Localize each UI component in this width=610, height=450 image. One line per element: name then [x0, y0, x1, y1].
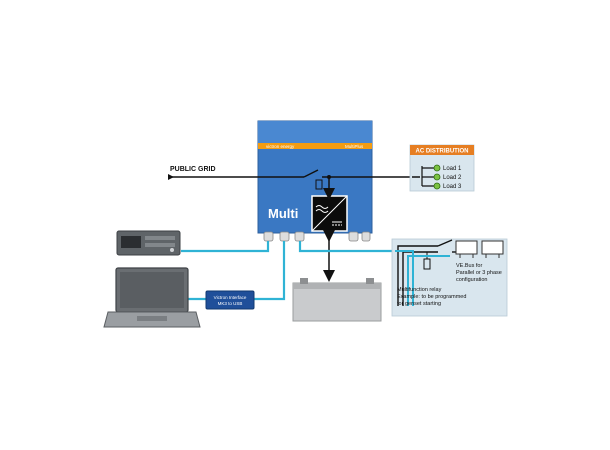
battery: [292, 278, 382, 322]
ac-bus-line: [256, 169, 412, 200]
communication-cables: [181, 241, 395, 301]
inverter-model: MultiPlus: [345, 144, 364, 149]
relay-label-1: Multifunction relay: [397, 287, 442, 293]
vebus-relay-panel: VE.Bus for Parallel or 3 phase configura…: [391, 238, 508, 317]
parallel-unit-2: [481, 240, 504, 255]
load-3-label: Load 3: [443, 184, 462, 190]
load-2-indicator: [433, 173, 441, 181]
vebus-label-3: configuration: [456, 277, 488, 283]
mk3-usb-interface: Victron Interface MK3 to USB: [205, 290, 255, 310]
multi-inverter: victron energy MultiPlus Multi: [257, 120, 373, 242]
public-grid-line: PUBLIC GRID: [168, 166, 256, 180]
inverter-brand: victron energy: [266, 144, 295, 149]
inverter-accent-bar: [258, 143, 372, 149]
vebus-label-1: VE.Bus for: [456, 263, 482, 269]
load-1-label: Load 1: [443, 166, 462, 172]
load-3-indicator: [433, 182, 441, 190]
interface-line-1: Victron Interface: [214, 295, 247, 300]
vebus-label-2: Parallel or 3 phase: [456, 270, 502, 276]
relay-label-3: for genset starting: [397, 301, 441, 307]
relay-label-2: Example: to be programmed: [397, 294, 466, 300]
ac-distribution-panel: AC DISTRIBUTION Load 1 Load 2 Load 3: [409, 144, 475, 192]
load-1-indicator: [433, 164, 441, 172]
public-grid-label: PUBLIC GRID: [170, 166, 216, 173]
load-2-label: Load 2: [443, 175, 462, 181]
parallel-unit-1: [455, 240, 478, 255]
ac-distribution-title: AC DISTRIBUTION: [416, 149, 469, 155]
inverter-name: Multi: [268, 206, 298, 221]
laptop: [103, 267, 201, 328]
remote-panel-device: [116, 230, 181, 256]
interface-line-2: MK3 to USB: [218, 301, 243, 306]
inverter-connectors: [263, 231, 371, 242]
